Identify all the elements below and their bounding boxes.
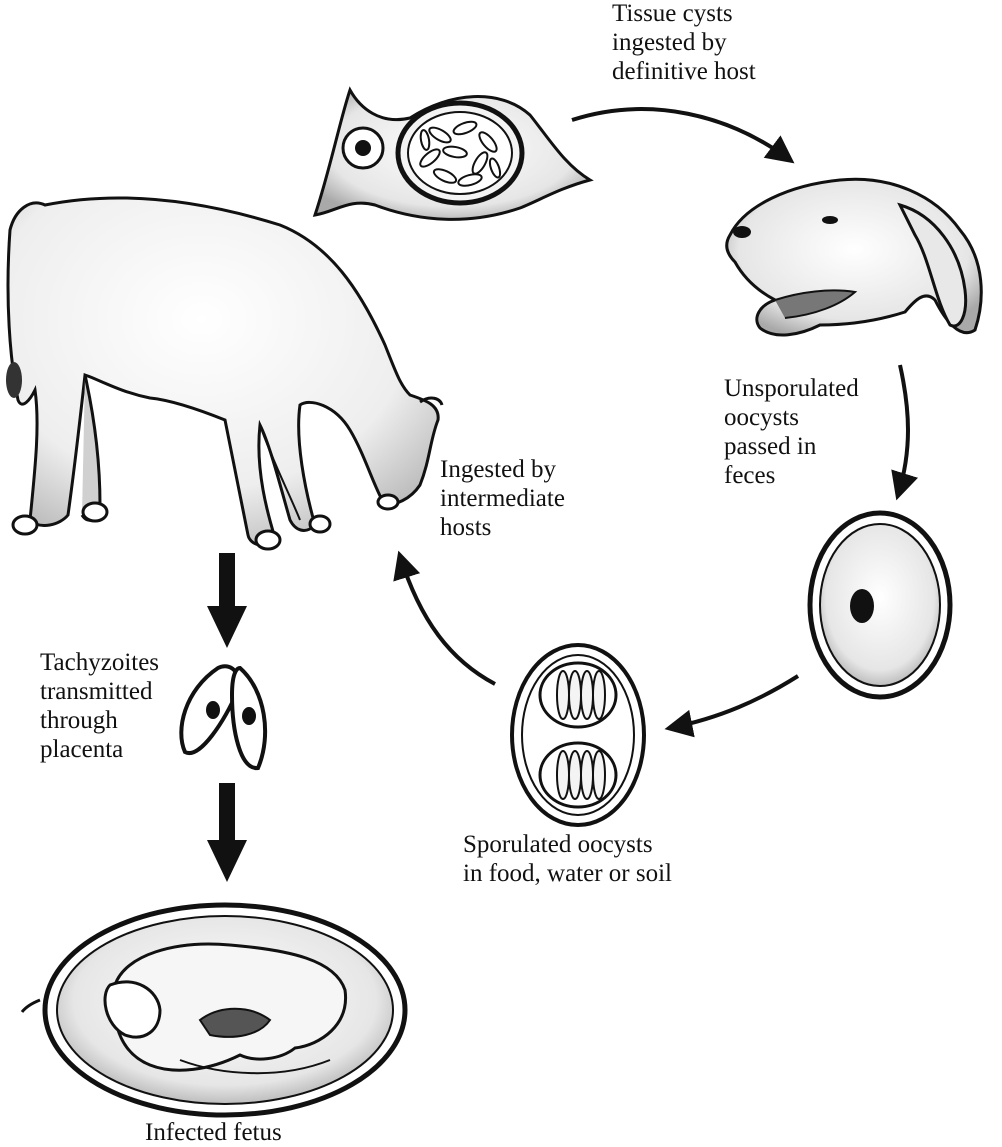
- label-sporulated-oocysts: Sporulated oocysts in food, water or soi…: [463, 831, 672, 887]
- dog-illustration: [725, 177, 983, 337]
- arrow-dog-to-oocyst: [891, 364, 919, 501]
- arrow-tachyzoites-to-fetus: [207, 783, 247, 882]
- tissue-cyst-illustration: [312, 86, 594, 221]
- arrow-oocyst-to-sporulated: [664, 674, 800, 738]
- label-unsporulated-oocysts: Unsporulated oocysts passed in feces: [724, 375, 859, 489]
- cycle-arrows: [393, 107, 919, 738]
- transmission-arrows: [207, 553, 247, 882]
- infected-fetus-illustration: [20, 902, 408, 1118]
- label-ingested-intermediate: Ingested by intermediate hosts: [440, 456, 565, 541]
- cow-illustration: [6, 196, 444, 551]
- sporulated-oocyst-illustration: [510, 643, 646, 827]
- arrow-cyst-to-dog: [571, 107, 795, 164]
- arrow-cow-to-tachyzoites: [207, 553, 247, 648]
- label-infected-fetus: Infected fetus: [145, 1119, 282, 1146]
- tachyzoites-illustration: [179, 664, 268, 770]
- label-tachyzoites: Tachyzoites transmitted through placenta: [40, 649, 160, 763]
- arrow-sporulated-to-cow: [393, 550, 496, 686]
- unsporulated-oocyst-illustration: [807, 510, 953, 700]
- label-tissue-cysts: Tissue cysts ingested by definitive host: [612, 0, 756, 85]
